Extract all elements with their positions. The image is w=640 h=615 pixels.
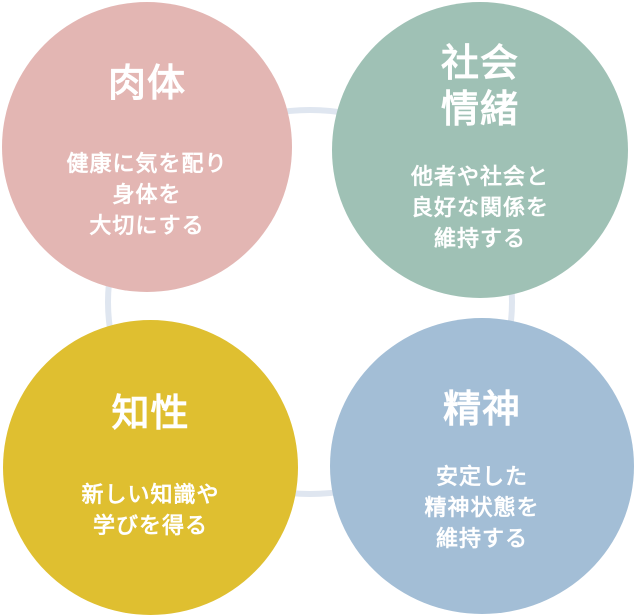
title-line: 知性 [111,391,190,435]
desc-line: 身体を [112,183,182,208]
circle-social-emotional-description: 他者や社会と 良好な関係を 維持する [332,162,628,255]
desc-line: 大切にする [89,214,205,239]
desc-line: 精神状態を [424,496,540,521]
desc-line: 健康に気を配り [66,152,228,177]
circle-physical-title: 肉体 [2,60,292,106]
connecting-ring [105,107,515,497]
desc-line: 新しい知識や [81,483,220,508]
circle-social-emotional: 社会 情緒 他者や社会と 良好な関係を 維持する [332,2,628,298]
desc-line: 良好な関係を [410,196,549,221]
desc-line: 維持する [435,527,528,552]
circle-spiritual-description: 安定した 精神状態を 維持する [330,462,634,555]
circle-intellectual: 知性 新しい知識や 学びを得る [3,320,298,615]
circle-intellectual-description: 新しい知識や 学びを得る [3,480,298,542]
title-line: 情緒 [440,87,519,131]
circle-physical: 肉体 健康に気を配り 身体を 大切にする [2,2,292,292]
circle-intellectual-title: 知性 [3,390,298,436]
circle-spiritual: 精神 安定した 精神状態を 維持する [330,318,634,614]
title-line: 肉体 [107,61,186,105]
circle-spiritual-title: 精神 [330,386,634,432]
desc-line: 維持する [433,227,526,252]
desc-line: 他者や社会と [410,165,549,190]
circle-social-emotional-title: 社会 情緒 [332,40,628,132]
circle-physical-description: 健康に気を配り 身体を 大切にする [2,149,292,242]
desc-line: 安定した [435,465,528,490]
desc-line: 学びを得る [92,514,208,539]
title-line: 精神 [442,387,521,431]
title-line: 社会 [440,41,519,85]
